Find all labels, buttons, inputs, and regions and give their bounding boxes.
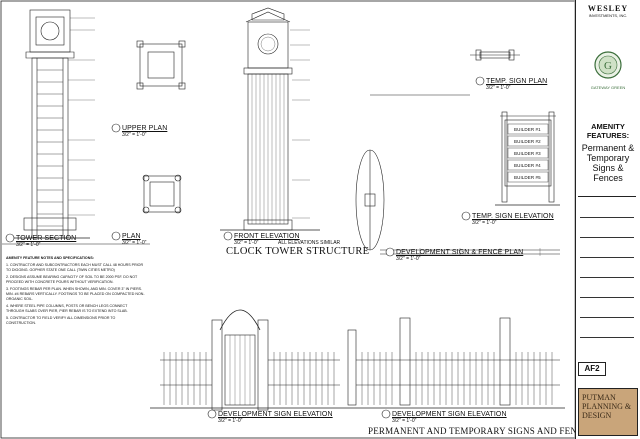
sheet-number: AF2 [584, 364, 600, 373]
temp-sign-plan-scale: 3/2" = 1'-0" [486, 85, 511, 91]
revision-block [578, 196, 636, 357]
note-2: 2. DESIGNS ASSUME BEARING CAPACITY OF SO… [6, 274, 138, 284]
notes-block: AMENITY FEATURE NOTES AND SPECIFICATIONS… [6, 256, 146, 327]
upper-plan-title: UPPER PLAN [122, 125, 168, 132]
plan-scale: 3/2" = 1'-0" [122, 240, 147, 246]
firm-name: PUTMAN PLANNING & DESIGN [582, 393, 632, 420]
firm-block: PUTMAN PLANNING & DESIGN [578, 388, 638, 436]
note-5: 5. CONTRACTOR TO FIELD VERIFY ALL DIMENS… [6, 315, 116, 325]
temp-sign-elevation-scale: 3/2" = 1'-0" [472, 220, 497, 226]
temp-sign-elevation-drawing [495, 111, 560, 206]
dev-sign-elev-2-title: DEVELOPMENT SIGN ELEVATION [392, 411, 507, 418]
project-label: AMENITY FEATURES: [586, 122, 630, 140]
note-1: 1. CONTRACTOR AND SUBCONTRACTORS EACH MU… [6, 262, 144, 272]
plan-drawing [142, 174, 182, 214]
dev-sign-elev-1-scale: 3/2" = 1'-0" [218, 418, 243, 424]
dev-sign-elevation-2-drawing [345, 317, 565, 409]
svg-text:G: G [604, 60, 612, 72]
dev-sign-elev-1-title: DEVELOPMENT SIGN ELEVATION [218, 411, 333, 418]
sign-panel-3: BUILDER #3 [514, 151, 541, 156]
dev-sign-elev-2-scale: 3/2" = 1'-0" [392, 418, 417, 424]
company-name: WESLEY [587, 4, 629, 13]
upper-plan-scale: 3/2" = 1'-0" [122, 132, 147, 138]
front-elevation-note: ALL ELEVATIONS SIMILAR [278, 240, 341, 246]
gateway-green-logo-icon: G [594, 51, 622, 79]
note-3: 3. FOOTINGS REBAR PER PLAN. WHEN SHOWN, … [6, 286, 145, 301]
sheet-title: PERMANENT AND TEMPORARY SIGNS AND FENCES [368, 426, 595, 436]
dev-sign-fence-plan-title: DEVELOPMENT SIGN & FENCE PLAN [396, 249, 524, 256]
front-elevation-title: FRONT ELEVATION [234, 233, 300, 240]
logo-text: GATEWAY GREEN [590, 85, 626, 90]
notes-heading: AMENITY FEATURE NOTES AND SPECIFICATIONS… [6, 256, 94, 260]
dev-sign-elevation-1-drawing [150, 309, 345, 411]
tower-section-title: TOWER SECTION [16, 235, 77, 242]
project-title: Permanent & Temporary Signs & Fences [581, 143, 635, 183]
temp-sign-plan-drawing [470, 49, 520, 61]
sign-panel-1: BUILDER #1 [514, 127, 541, 132]
sign-panel-2: BUILDER #2 [514, 139, 541, 144]
sign-panel-5: BUILDER #5 [514, 175, 541, 180]
temp-sign-plan-title: TEMP. SIGN PLAN [486, 78, 548, 85]
company-sub: INVESTMENTS, INC. [588, 13, 628, 18]
upper-plan-drawing [136, 40, 186, 90]
note-4: 4. WHERE STEEL PIPE COLUMNS, POSTS OR BE… [6, 303, 128, 313]
tower-section-drawing [10, 9, 95, 239]
tower-section-scale: 3/2" = 1'-0" [16, 242, 41, 248]
front-elevation-scale: 3/2" = 1'-0" [234, 240, 259, 246]
temp-sign-elevation-title: TEMP. SIGN ELEVATION [472, 213, 554, 220]
sub-title: CLOCK TOWER STRUCTURE [226, 246, 370, 257]
sheet-number-box: AF2 [578, 362, 606, 376]
dev-sign-fence-plan-drawing [355, 94, 560, 256]
dev-sign-fence-plan-scale: 3/2" = 1'-0" [396, 256, 421, 262]
title-block: WESLEY INVESTMENTS, INC. G GATEWAY GREEN… [575, 0, 640, 439]
company-block: WESLEY INVESTMENTS, INC. [577, 4, 639, 18]
front-elevation-drawing [220, 7, 320, 231]
project-title-block: AMENITY FEATURES: Permanent & Temporary … [577, 122, 639, 183]
logo: G GATEWAY GREEN [577, 50, 639, 90]
plan-title: PLAN [122, 233, 141, 240]
sign-panel-4: BUILDER #4 [514, 163, 541, 168]
